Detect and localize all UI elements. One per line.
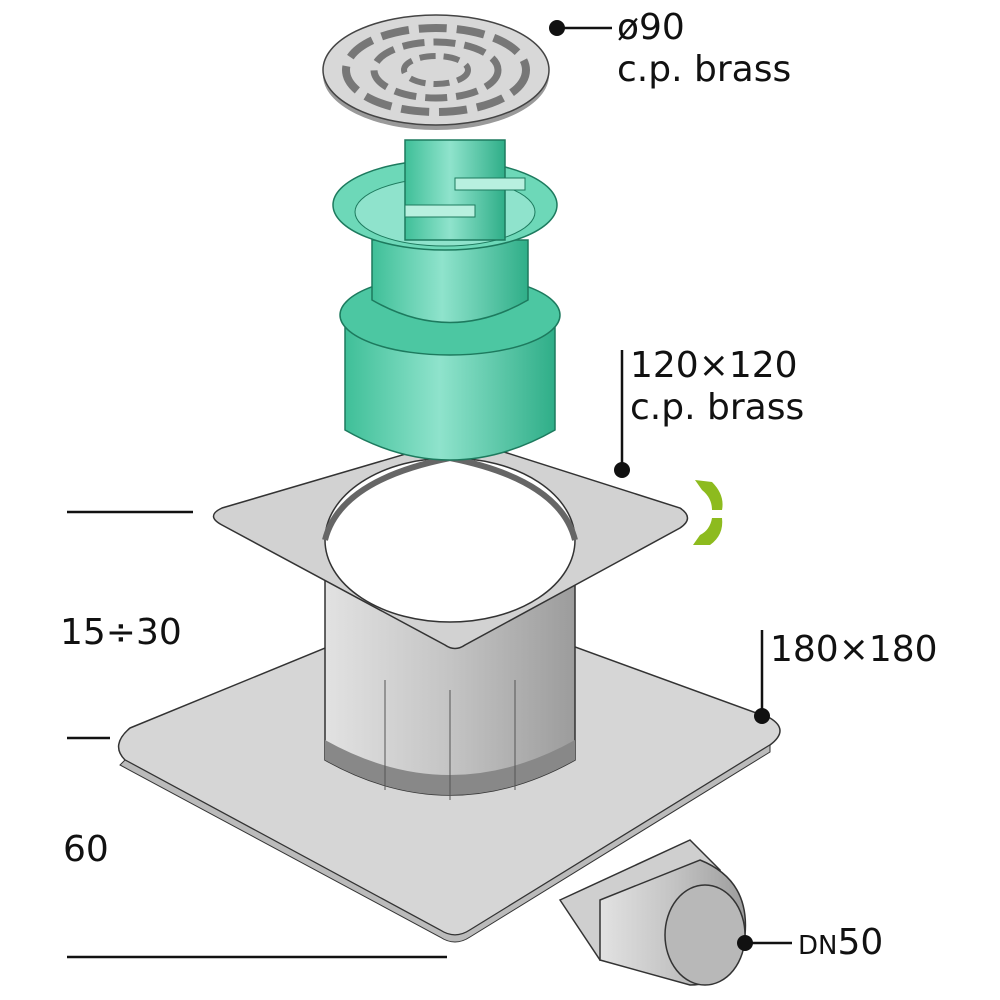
rotate-arrow-icon — [693, 480, 723, 545]
grate-material-label: c.p. brass — [617, 49, 792, 90]
adjust-height-label: 15÷30 — [60, 612, 182, 653]
outlet-size: 50 — [837, 922, 884, 963]
outlet-prefix: DN — [798, 931, 838, 961]
round-grate — [322, 14, 550, 130]
trap-insert — [332, 139, 561, 461]
plate-material-label: c.p. brass — [630, 387, 805, 428]
grate-size-label: ø90 — [617, 7, 685, 48]
leader-lines — [67, 26, 792, 959]
base-size-label: 180×180 — [770, 629, 938, 670]
callout-dots — [549, 20, 770, 951]
outlet-size-label: DN50 — [798, 925, 883, 961]
base-height-label: 60 — [63, 829, 109, 870]
plate-size-label: 120×120 — [630, 345, 798, 386]
outlet-pipe — [558, 839, 747, 986]
